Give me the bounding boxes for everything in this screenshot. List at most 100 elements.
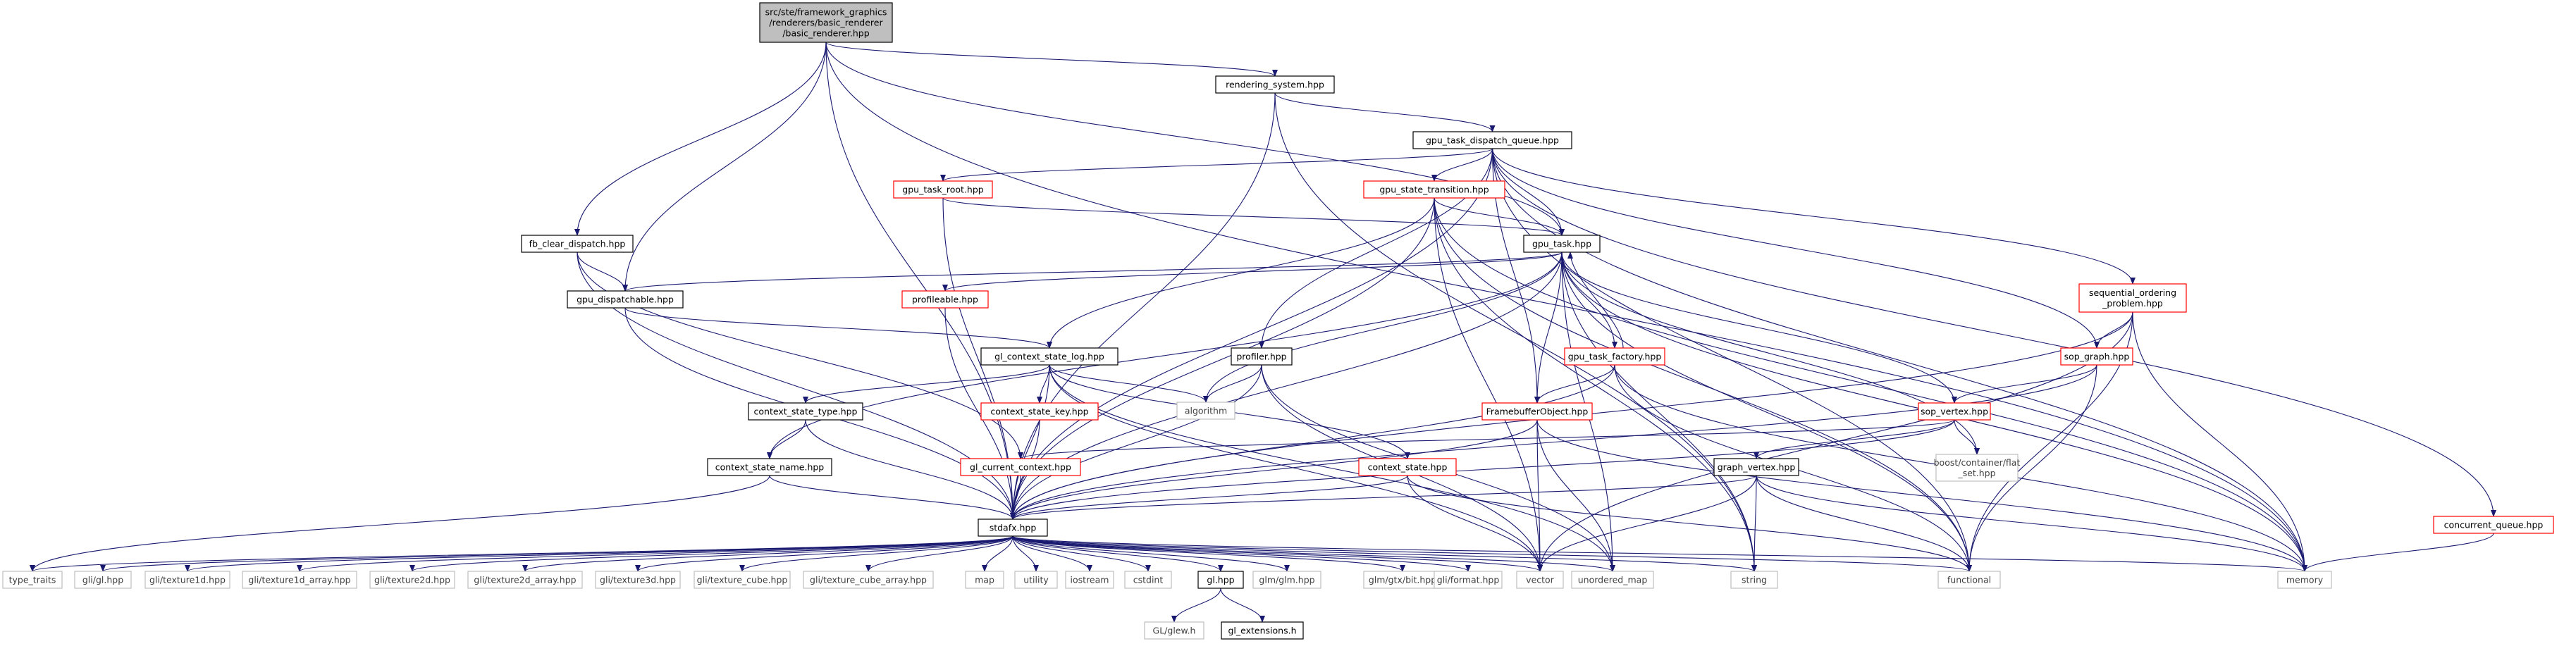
node-label: graph_vertex.hpp <box>1718 462 1796 473</box>
edge-gpu_task-to-stdafx <box>1010 251 1563 520</box>
node-gl-current-context[interactable]: gl_current_context.hpp <box>960 458 1081 476</box>
node-sequential-ordering[interactable]: sequential_ordering_problem.hpp <box>2078 283 2187 313</box>
edge-gpu_task_dispatch_queue-to-sop_graph <box>1491 148 2100 349</box>
edge-framebuffer_object-to-vector <box>1536 419 1543 572</box>
node-root[interactable]: src/ste/framework_graphics/renderers/bas… <box>759 2 893 43</box>
node-box <box>1363 180 1505 199</box>
node-concurrent-queue[interactable]: concurrent_queue.hpp <box>2433 516 2554 534</box>
edge-gl_context_state_log-to-context_state_key <box>1037 364 1050 404</box>
edge-sequential_ordering-to-memory <box>2132 311 2307 572</box>
node-label: glm/glm.hpp <box>1259 575 1314 585</box>
edge-concurrent_queue-to-memory <box>2302 533 2494 572</box>
edge-sop_vertex-to-graph_vertex <box>1754 419 1955 459</box>
edge-gpu_task_dispatch_queue-to-memory <box>1491 148 2307 572</box>
edge-stdafx-to-gli_texture3d <box>635 535 1013 572</box>
node-sop-graph[interactable]: sop_graph.hpp <box>2060 347 2133 366</box>
node-gpu-task-factory[interactable]: gpu_task_factory.hpp <box>1564 347 1665 366</box>
edge-gpu_state_transition-to-vector <box>1434 197 1543 572</box>
node-box <box>707 458 832 476</box>
node-framebuffer-object[interactable]: FramebufferObject.hpp <box>1481 402 1593 421</box>
node-gl-extensions[interactable]: gl_extensions.h <box>1221 621 1304 640</box>
edge-graph_vertex-to-memory <box>1756 475 2307 572</box>
node-label: gli/texture3d.hpp <box>600 575 676 585</box>
node-label: gli/texture2d.hpp <box>374 575 450 585</box>
node-gl-glew: GL/glew.h <box>1144 621 1204 640</box>
node-gl-hpp[interactable]: gl.hpp <box>1197 571 1244 589</box>
node-box <box>1516 571 1564 589</box>
edge-gpu_task-to-algorithm <box>1203 251 1563 403</box>
edge-gl_context_state_log-to-vector <box>1049 364 1543 572</box>
node-box <box>1523 235 1601 253</box>
node-context-state-type[interactable]: context_state_type.hpp <box>748 402 863 421</box>
edge-stdafx-to-cstdint <box>1012 535 1151 572</box>
node-label: gpu_task_factory.hpp <box>1568 352 1662 362</box>
node-label: profiler.hpp <box>1236 352 1286 362</box>
node-label: gl_context_state_log.hpp <box>994 352 1104 362</box>
node-gpu-dispatchable[interactable]: gpu_dispatchable.hpp <box>567 290 684 309</box>
edge-context_state-to-functional <box>1407 475 1972 572</box>
edge-stdafx-to-vector <box>1012 535 1543 572</box>
edge-sop_graph-to-functional <box>1966 364 2097 572</box>
node-label: unordered_map <box>1578 575 1648 585</box>
node-gpu-state-transition[interactable]: gpu_state_transition.hpp <box>1363 180 1505 199</box>
node-label: boost/container/flat <box>1934 457 2021 468</box>
edge-framebuffer_object-to-stdafx <box>1010 419 1538 520</box>
edge-context_state_type-to-stdafx <box>805 419 1016 520</box>
edge-root-to-fb_clear_dispatch <box>574 42 827 236</box>
node-iostream: iostream <box>1065 571 1114 589</box>
node-box <box>1918 402 1991 421</box>
node-graph-vertex[interactable]: graph_vertex.hpp <box>1713 458 1799 476</box>
node-stdafx[interactable]: stdafx.hpp <box>978 518 1048 537</box>
edge-gl_hpp-to-gl_extensions <box>1220 588 1265 623</box>
node-profileable[interactable]: profileable.hpp <box>901 290 989 309</box>
node-context-state[interactable]: context_state.hpp <box>1358 458 1457 476</box>
edge-stdafx-to-gli_texture_cube_array <box>865 535 1013 572</box>
node-label: context_state_type.hpp <box>754 406 858 417</box>
node-gpu-task-root[interactable]: gpu_task_root.hpp <box>893 180 993 199</box>
node-box <box>980 402 1099 421</box>
node-gpu-task[interactable]: gpu_task.hpp <box>1523 235 1601 253</box>
node-label: profileable.hpp <box>912 294 978 305</box>
node-sop-vertex[interactable]: sop_vertex.hpp <box>1918 402 1991 421</box>
node-profiler[interactable]: profiler.hpp <box>1231 347 1293 366</box>
node-utility: utility <box>1014 571 1058 589</box>
node-label: gpu_task_root.hpp <box>902 185 983 195</box>
node-functional: functional <box>1937 571 2001 589</box>
edge-gpu_task-to-profileable <box>942 251 1563 292</box>
edge-stdafx-to-gli_texture2d_array <box>522 535 1013 572</box>
node-unordered-map: unordered_map <box>1571 571 1654 589</box>
node-context-state-name[interactable]: context_state_name.hpp <box>707 458 832 476</box>
node-fb-clear-dispatch[interactable]: fb_clear_dispatch.hpp <box>521 235 634 253</box>
node-label: rendering_system.hpp <box>1226 80 1324 90</box>
edge-framebuffer_object-to-unordered_map <box>1536 419 1615 572</box>
node-box <box>1124 571 1172 589</box>
node-box <box>2 571 63 589</box>
node-box <box>1564 347 1665 366</box>
node-gl-context-state-log[interactable]: gl_context_state_log.hpp <box>980 347 1118 366</box>
node-label: gl_current_context.hpp <box>970 462 1071 473</box>
node-box <box>1937 571 2001 589</box>
node-label: context_state_key.hpp <box>990 406 1088 417</box>
edge-gpu_task_factory-to-gpu_task <box>1567 251 1624 349</box>
node-label: gli/texture2d_array.hpp <box>474 575 576 585</box>
edge-gpu_task_factory-to-framebuffer_object <box>1534 364 1615 404</box>
node-label: _problem.hpp <box>2102 298 2163 309</box>
node-box <box>893 180 993 199</box>
node-gli-texture2d: gli/texture2d.hpp <box>369 571 455 589</box>
node-box <box>1481 402 1593 421</box>
node-box <box>1176 402 1235 420</box>
edge-context_state-to-vector <box>1407 475 1543 572</box>
node-context-state-key[interactable]: context_state_key.hpp <box>980 402 1099 421</box>
node-label: sequential_ordering <box>2089 287 2176 298</box>
edge-root-to-stdafx <box>825 42 1016 520</box>
edge-graph_vertex-to-string <box>1751 475 1758 572</box>
edge-gl_context_state_log-to-stdafx <box>1010 364 1050 520</box>
node-gpu-task-dispatch-queue[interactable]: gpu_task_dispatch_queue.hpp <box>1412 131 1572 149</box>
edge-rendering_system-to-string <box>1274 92 1757 572</box>
node-box <box>242 571 357 589</box>
node-box <box>748 402 863 421</box>
node-rendering-system[interactable]: rendering_system.hpp <box>1215 75 1335 94</box>
node-glm-gtx-bit: glm/gtx/bit.hpp <box>1363 571 1442 589</box>
edge-gpu_task_dispatch_queue-to-gpu_state_transition <box>1431 148 1493 182</box>
